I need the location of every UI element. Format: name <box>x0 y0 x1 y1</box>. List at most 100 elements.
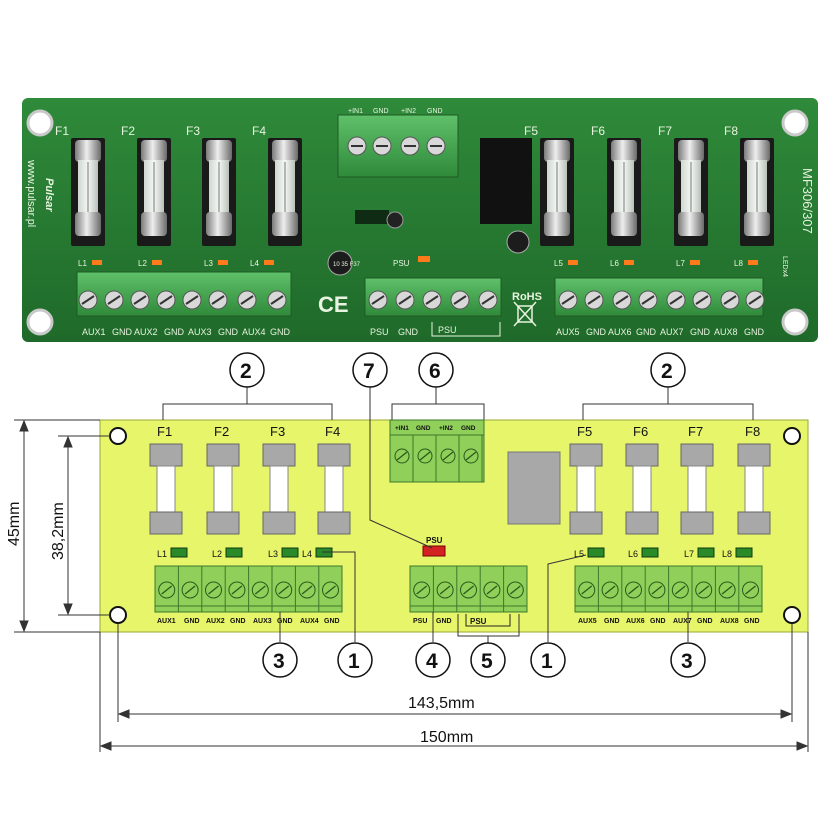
ce-mark: CE <box>318 292 349 317</box>
screw-slot <box>425 295 439 305</box>
photo-terminal-label: GND <box>636 327 657 337</box>
screw-slot <box>674 585 686 595</box>
terminal-label: GND <box>277 618 293 625</box>
photo-fuse-label: F5 <box>524 124 538 138</box>
photo-terminal-label: AUX4 <box>242 327 266 337</box>
callout-number: 1 <box>541 650 553 673</box>
mounting-hole <box>109 606 127 624</box>
callout-number: 3 <box>681 650 693 673</box>
status-led <box>697 547 715 558</box>
screw-slot <box>442 451 454 461</box>
callout-circle <box>418 352 454 388</box>
fuse-cap <box>141 212 167 236</box>
terminal-label: AUX7 <box>673 618 692 625</box>
photo-terminal-label: AUX6 <box>608 327 632 337</box>
photo-terminal-label: GND <box>586 327 607 337</box>
led-label: L6 <box>628 549 638 559</box>
screw-slot <box>231 585 243 595</box>
fuse-cap <box>611 140 637 162</box>
status-led <box>587 547 605 558</box>
screw-slot <box>587 295 601 305</box>
mounting-hole <box>783 606 801 624</box>
photo-terminal-label: AUX7 <box>660 327 684 337</box>
ledx4-text: LEDx4 <box>781 256 788 277</box>
screw-slot <box>419 451 431 461</box>
mounting-hole <box>26 109 54 137</box>
photo-psu-led <box>418 256 430 262</box>
callout-number: 4 <box>426 650 438 673</box>
input-terminal-label: +IN1 <box>395 425 409 432</box>
led-label: L8 <box>722 549 732 559</box>
fuse-cap <box>272 212 298 236</box>
screw-slot <box>748 295 762 305</box>
photo-fuse-label: F3 <box>186 124 200 138</box>
photo-led-label: L3 <box>204 259 213 268</box>
fuse-cap <box>544 140 570 162</box>
ic-chip <box>355 210 389 224</box>
terminal-label: GND <box>744 618 760 625</box>
fuse-cap <box>569 511 603 535</box>
screw-slot <box>723 295 737 305</box>
screw-slot <box>81 295 95 305</box>
terminal-label: GND <box>604 618 620 625</box>
photo-input-label: +IN2 <box>401 108 416 115</box>
photo-led-label: L2 <box>138 259 147 268</box>
terminal-label: AUX8 <box>720 618 739 625</box>
screw-slot <box>615 295 629 305</box>
terminal-label: AUX1 <box>157 618 176 625</box>
fuse-cap <box>206 443 240 467</box>
fuse-body <box>632 465 652 513</box>
fuse-cap <box>737 511 771 535</box>
screw-slot <box>211 295 225 305</box>
fuse-label: F4 <box>325 424 340 439</box>
screw-slot <box>509 585 521 595</box>
screw-slot <box>278 585 290 595</box>
fuse-cap <box>262 443 296 467</box>
fuse-body <box>269 465 289 513</box>
psu-led-label: PSU <box>426 536 443 545</box>
screw-slot <box>325 585 336 595</box>
fuse-cap <box>678 140 704 162</box>
photo-terminal-label: GND <box>398 327 419 337</box>
photo-fuse-label: F4 <box>252 124 266 138</box>
screw-slot <box>254 585 266 595</box>
screw-slot <box>604 585 616 595</box>
fuse-cap <box>737 443 771 467</box>
photo-fuse-label: F2 <box>121 124 135 138</box>
screw-slot <box>463 585 474 595</box>
capacitor-text: 10 35 F37 <box>333 262 361 268</box>
capacitor <box>327 250 353 276</box>
callout-circle <box>262 642 298 678</box>
fuse-label: F7 <box>688 424 703 439</box>
fuse-cap <box>317 511 351 535</box>
photo-terminal-label: GND <box>270 327 291 337</box>
photo-led-label: L1 <box>78 259 87 268</box>
callout-lines <box>246 385 689 644</box>
photo-led <box>92 260 102 265</box>
psu-bracket-label: PSU <box>470 617 487 626</box>
photo-terminal-label: AUX5 <box>556 327 580 337</box>
fuse-cap <box>75 212 101 236</box>
fuse-label: F2 <box>214 424 229 439</box>
fuse-cap <box>569 443 603 467</box>
photo-terminal-label: AUX1 <box>82 327 106 337</box>
fuse-cap <box>680 511 714 535</box>
screw-slot <box>371 295 385 305</box>
photo-psu-bracket-label: PSU <box>438 325 457 335</box>
status-led <box>170 547 188 558</box>
screw-slot <box>486 585 498 595</box>
photo-led <box>218 260 228 265</box>
brand-text: Pulsar <box>43 178 55 212</box>
photo-terminal-label: AUX8 <box>714 327 738 337</box>
terminal-label: GND <box>324 618 340 625</box>
photo-terminal-label: AUX2 <box>134 327 158 337</box>
callout-circle <box>337 642 373 678</box>
callout-circle <box>670 642 706 678</box>
photo-terminal-label: GND <box>112 327 133 337</box>
screw-slot <box>159 295 173 305</box>
screw-slot <box>695 295 709 305</box>
photo-led <box>624 260 634 265</box>
